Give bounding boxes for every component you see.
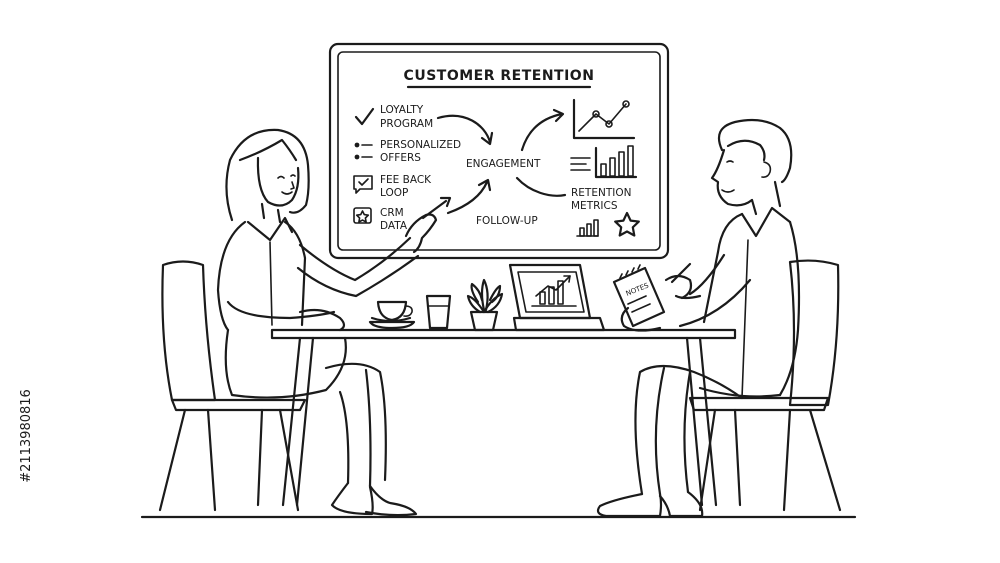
man-left-shoe bbox=[596, 492, 663, 518]
arrow-to-engagement bbox=[436, 114, 492, 144]
engagement-label: ENGAGEMENT bbox=[466, 158, 541, 170]
arrow-to-chart bbox=[520, 112, 564, 152]
man-right-shoe bbox=[658, 490, 704, 518]
crm-star-icon bbox=[353, 207, 372, 224]
right-shoe bbox=[364, 484, 418, 517]
checkmark-icon bbox=[354, 107, 375, 126]
chat-check-icon bbox=[353, 175, 373, 194]
whiteboard-title: CUSTOMER RETENTION bbox=[404, 68, 595, 84]
water-glass bbox=[425, 294, 452, 330]
item-personalized-line1: PERSONALIZED bbox=[380, 139, 461, 151]
notepad-text: NOTES bbox=[625, 281, 651, 298]
item-loyalty-line2: PROGRAM bbox=[380, 118, 433, 130]
laptop bbox=[508, 263, 606, 332]
woman-presenter bbox=[216, 128, 452, 517]
right-chair bbox=[688, 259, 842, 512]
coffee-cup bbox=[368, 300, 416, 330]
whiteboard: CUSTOMER RETENTION LOYALTY PROGRAM PERSO… bbox=[328, 42, 670, 260]
arrow-to-metrics bbox=[515, 176, 567, 197]
item-feedback-line1: FEE BACK bbox=[380, 174, 432, 186]
followup-label: FOLLOW-UP bbox=[476, 215, 538, 227]
arrow-from-followup bbox=[446, 180, 489, 215]
laptop-chart-icon bbox=[531, 275, 577, 307]
item-loyalty-line1: LOYALTY bbox=[380, 104, 424, 116]
left-shoe bbox=[330, 481, 374, 516]
line-chart-icon bbox=[572, 98, 636, 140]
small-bar-icon bbox=[576, 219, 599, 237]
potted-plant bbox=[466, 278, 504, 332]
bar-chart-icon bbox=[570, 145, 638, 179]
item-feedback-line2: LOOP bbox=[380, 187, 408, 199]
star-icon bbox=[614, 211, 640, 237]
left-chair bbox=[158, 260, 307, 512]
stock-id-text: #2113980816 bbox=[19, 389, 34, 483]
metrics-line1: RETENTION bbox=[571, 187, 631, 199]
metrics-line2: METRICS bbox=[571, 200, 618, 212]
item-crm-line1: CRM bbox=[380, 207, 404, 219]
item-crm-line2: DATA bbox=[380, 220, 408, 232]
item-personalized-line2: OFFERS bbox=[380, 152, 421, 164]
bullet-list-icon bbox=[354, 142, 373, 160]
table bbox=[270, 328, 737, 507]
man-listener: NOTES bbox=[596, 118, 801, 518]
